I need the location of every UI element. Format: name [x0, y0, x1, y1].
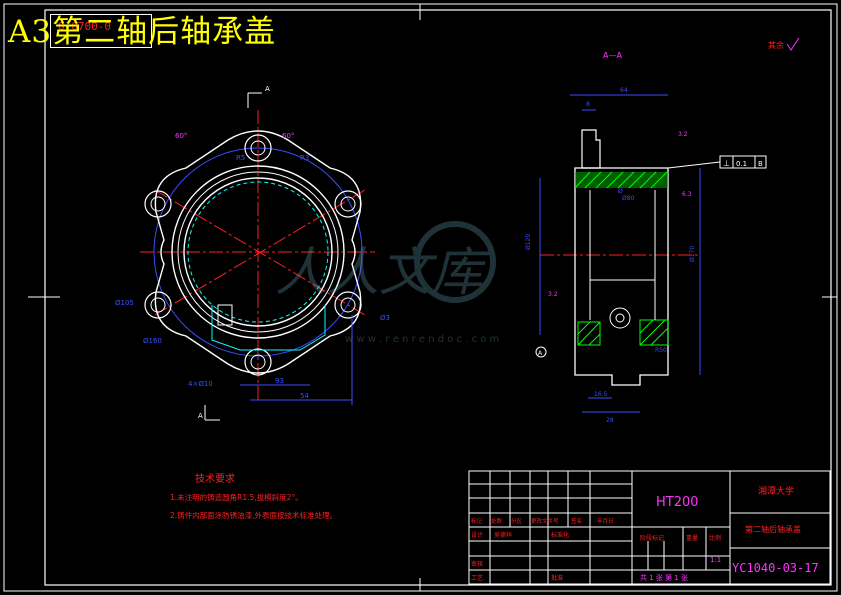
tolerance-datum: B [758, 160, 763, 168]
drain-boss [211, 305, 326, 351]
dim-d120: Ø120 [525, 234, 532, 250]
bolt-boss [334, 190, 362, 218]
hatch-lines-top [574, 171, 668, 189]
drain-slot [217, 304, 233, 326]
watermark-logo [414, 221, 496, 303]
dim-roughness-a: 3.2 [678, 131, 688, 138]
dim-93: 93 [275, 377, 284, 385]
bolt-boss [144, 190, 172, 218]
bolt-hole [340, 297, 356, 313]
label-process: 工艺 [471, 574, 483, 582]
body-outline [574, 167, 669, 386]
bolt-hole [250, 140, 266, 156]
bore-outer [171, 165, 345, 339]
label-design: 设计 [471, 531, 483, 539]
dim-28: 28 [606, 417, 614, 424]
label-standard: 标准化 [551, 531, 569, 539]
scale-label: 比例 [709, 534, 721, 542]
weight-label: 重量 [686, 534, 698, 542]
dim-bolt-holes: 4×Ø10 [188, 380, 213, 388]
dim-64: 64 [620, 87, 628, 94]
school-name: 湘潭大学 [758, 485, 794, 497]
title-block-text: HT200 湘潭大学 第二轴后轴承盖 YC1040-03-17 阶段标记 重量 … [471, 485, 819, 582]
stamp-code: 0-0700-0 [58, 20, 111, 33]
stamp-box [50, 14, 152, 48]
roughness-symbol [786, 37, 800, 51]
dim-d170: Ø170 [689, 246, 696, 262]
tolerance-value: 0.1 [736, 160, 747, 168]
tech-line-1: 1.未注明的铸造圆角R1.5,拔模斜度2°。 [170, 492, 303, 502]
designer-name: 吴德祥 [494, 531, 512, 539]
datum-letter: A [538, 350, 543, 357]
hdr-count: 处数 [491, 517, 503, 525]
sheet-count: 共 1 张 第 1 张 [640, 573, 688, 582]
dim-16-5: 16.5 [594, 391, 608, 398]
hatch-top [575, 172, 668, 188]
dim-8: 8 [586, 101, 590, 108]
dim-roughness-b: 3.2 [548, 291, 558, 298]
drain-hole [609, 307, 631, 329]
tech-heading: 技术要求 [195, 472, 235, 485]
dim-roughness-c: 6.3 [682, 191, 692, 198]
hdr-mark: 标记 [471, 517, 483, 525]
flange-outline [154, 130, 362, 374]
section-label: A—A [603, 51, 622, 60]
bolt-boss [244, 134, 272, 162]
flange-lug-top [581, 129, 601, 169]
page-title: A3第二轴后轴承盖 [8, 14, 277, 50]
dim-r5: R5 [236, 154, 245, 162]
hdr-change: 更改文件号 [531, 517, 559, 525]
bolt-circle-dim [153, 147, 363, 357]
dim-d80: Ø80 [622, 195, 635, 202]
dim-r50: R50 [655, 347, 667, 354]
scale-value: 1:1 [710, 556, 721, 564]
dim-diameter: Ø [618, 188, 623, 195]
label-approve: 批准 [551, 574, 563, 582]
dim-angle-left: 60° [175, 132, 187, 140]
datum-circle [535, 346, 547, 358]
hdr-zone: 分区 [511, 517, 523, 525]
stage-label: 阶段标记 [640, 534, 664, 542]
bolt-hole [340, 196, 356, 212]
dim-d3: Ø3 [380, 314, 390, 322]
roughness-note: 其余 [768, 40, 784, 50]
tech-line-2: 2.铸件内部面涂防锈油漆,外表面按技术标准处理。 [170, 510, 337, 520]
hatch-bottom-left [577, 321, 601, 346]
bolt-hole [150, 196, 166, 212]
tolerance-symbol: ⊥ [723, 159, 730, 168]
bore-ring [177, 171, 339, 333]
dim-d105: Ø105 [115, 299, 134, 307]
drain-hole-inner [615, 313, 625, 323]
bolt-hole [250, 354, 266, 370]
section-letter-bottom: A [198, 412, 203, 420]
dim-d160: Ø160 [143, 337, 162, 345]
hatch-lines-bottom-left [577, 321, 601, 346]
dim-r3: R3 [300, 154, 309, 162]
bore-inner [183, 177, 333, 327]
front-view: 60° 60° R3 R5 Ø105 Ø160 Ø3 4×Ø10 93 54 A… [115, 85, 390, 421]
tolerance-leader [667, 161, 721, 169]
hatch-bottom-right [639, 319, 669, 346]
section-letter-top: A [265, 85, 270, 93]
drawing-number: YC1040-03-17 [732, 561, 819, 575]
bore-hidden [187, 181, 329, 323]
part-name: 第二轴后轴承盖 [745, 524, 801, 534]
material: HT200 [656, 495, 699, 510]
title-block [468, 470, 831, 585]
bolt-hole [150, 297, 166, 313]
label-review: 审核 [471, 560, 483, 568]
hdr-date: 年月日 [597, 517, 614, 525]
section-view: A—A ⊥ 0.1 B 8 [525, 51, 767, 424]
bolt-boss [244, 348, 272, 376]
dim-angle-right: 60° [282, 132, 294, 140]
hdr-sign: 签名 [571, 517, 582, 525]
watermark-brand: 人人文库 [275, 243, 491, 303]
watermark-url: w w w . r e n r e n d o c . c o m [345, 334, 499, 345]
bolt-boss [144, 291, 172, 319]
hatch-lines-bottom-right [639, 319, 669, 346]
watermark: 人人文库 w w w . r e n r e n d o c . c o m [275, 221, 499, 345]
dim-54: 54 [300, 392, 309, 400]
bolt-boss [334, 291, 362, 319]
